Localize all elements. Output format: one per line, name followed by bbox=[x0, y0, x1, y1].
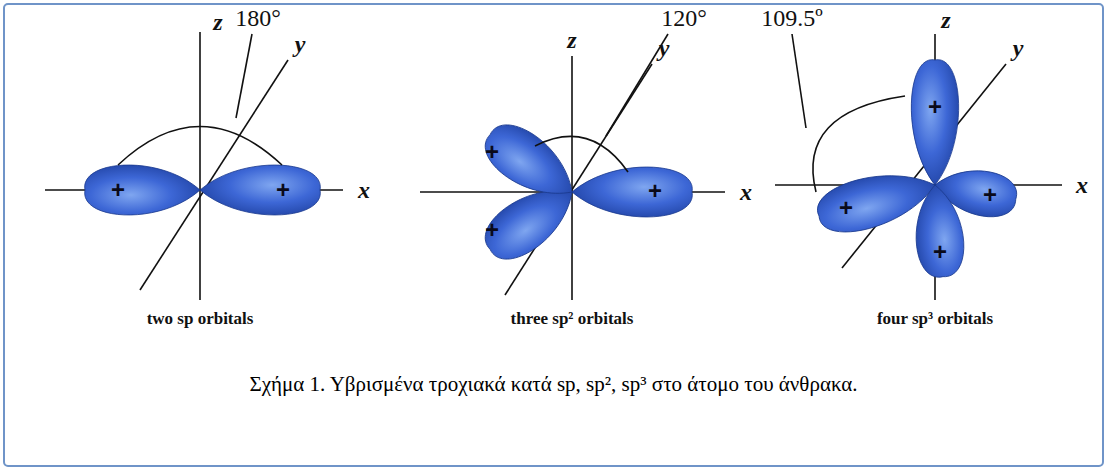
panel-caption: two sp orbitals bbox=[147, 310, 254, 327]
axis-label: x bbox=[358, 178, 370, 202]
phase-sign: + bbox=[276, 178, 290, 202]
orbital-lobe bbox=[911, 60, 958, 185]
axis-label: y bbox=[1013, 36, 1024, 60]
orbital-lobe bbox=[572, 167, 692, 217]
axis-label: z bbox=[213, 10, 222, 34]
axis-label: z bbox=[941, 8, 950, 32]
panel-caption: four sp³ orbitals bbox=[877, 310, 993, 327]
phase-sign: + bbox=[839, 196, 853, 220]
orbital-lobe bbox=[911, 183, 966, 279]
orbital-lobe bbox=[476, 114, 587, 212]
axes bbox=[45, 32, 1062, 300]
phase-sign: + bbox=[648, 179, 662, 203]
angle-arcs bbox=[118, 34, 905, 192]
orbital-lobe bbox=[200, 165, 320, 215]
axis-label: x bbox=[740, 180, 752, 204]
phase-sign: + bbox=[928, 95, 942, 119]
figure-caption: Σχήμα 1. Υβρισμένα τροχιακά κατά sp, sp²… bbox=[0, 372, 1107, 397]
axis-label: y bbox=[659, 36, 670, 60]
panel-caption: three sp² orbitals bbox=[511, 310, 634, 327]
phase-sign: + bbox=[111, 178, 125, 202]
angle-label: 120° bbox=[661, 6, 707, 30]
axis-label: y bbox=[295, 32, 306, 56]
axis-label: x bbox=[1076, 173, 1088, 197]
angle-label: 109.5º bbox=[761, 6, 822, 30]
orbital-lobes bbox=[85, 60, 1020, 279]
phase-sign: + bbox=[485, 140, 499, 164]
phase-sign: + bbox=[485, 218, 499, 242]
frame-border bbox=[4, 4, 1103, 466]
phase-sign: + bbox=[983, 183, 997, 207]
phase-sign: + bbox=[933, 240, 947, 264]
angle-label: 180° bbox=[235, 6, 281, 30]
orbital-lobe bbox=[85, 165, 200, 215]
axis-label: z bbox=[567, 28, 576, 52]
